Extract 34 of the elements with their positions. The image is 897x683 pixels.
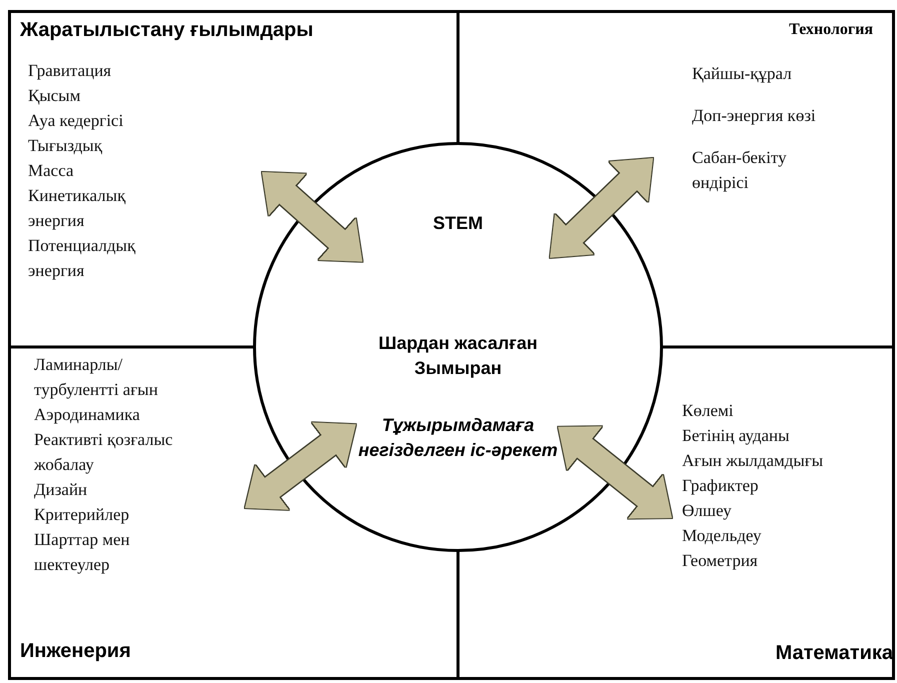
topic-item: Ауа кедергісі (28, 110, 124, 132)
topic-item: Ағын жылдамдығы (682, 450, 824, 472)
section-heading: Инженерия (20, 640, 131, 663)
topic-item: Көлемі (682, 400, 734, 422)
topic-item: Өлшеу (682, 500, 732, 522)
double-block-arrow (550, 158, 654, 258)
topic-item: Тығыздық (28, 135, 104, 157)
topic-item: Геометрия (682, 550, 759, 572)
topic-item: Шарттар мен шектеулер (34, 529, 131, 576)
topic-item: Аэродинамика (34, 404, 141, 426)
topic-item: Сабан-бекіту өндірісі (692, 147, 788, 194)
double-block-arrow (558, 426, 672, 519)
double-block-arrow (262, 172, 363, 262)
center-text: Тұжырымдамаға негізделген іс-әрекет (357, 414, 559, 462)
topic-item: Қайшы-құрал (692, 63, 793, 85)
topic-item: Критерийлер (34, 504, 130, 526)
double-block-arrow (244, 422, 356, 510)
section-heading: Жаратылыстану ғылымдары (20, 19, 314, 42)
topic-item: Потенциалдық энергия (28, 235, 136, 282)
topic-item: Модельдеу (682, 525, 762, 547)
topic-item: Гравитация (28, 60, 112, 82)
topic-item: Дизайн (34, 479, 88, 501)
center-text: Шардан жасалған Зымыран (377, 332, 538, 380)
topic-item: Бетінің ауданы (682, 425, 790, 447)
section-heading: Математика (775, 642, 893, 665)
section-heading: Технология (789, 21, 873, 39)
topic-item: Графиктер (682, 475, 760, 497)
topic-item: Доп-энергия көзі (692, 105, 817, 127)
topic-item: Ламинарлы/ турбулентті ағын (34, 354, 159, 401)
center-title: STEM (432, 212, 484, 235)
topic-item: Қысым (28, 85, 82, 107)
topic-item: Масса (28, 160, 75, 182)
topic-item: Реактивті қозғалыс жобалау (34, 429, 174, 476)
topic-item: Кинетикалық энергия (28, 185, 126, 232)
